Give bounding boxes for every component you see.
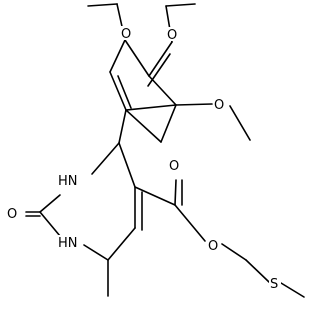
bond [91,142,120,175]
bond [125,104,177,111]
bond [118,142,136,188]
bond [148,75,177,106]
bond-layer [25,3,305,298]
atom-label-ring-nh: HN [58,236,78,251]
bond [134,186,176,206]
bond [165,3,196,7]
bond [148,41,173,77]
atom-label-carbonyl-oxygen: O [7,207,17,222]
bond [87,3,118,7]
atom-label-methoxy-oxygen: O [214,98,224,113]
bond [160,104,177,143]
chemical-structure-diagram: O O O HN O HN O O S [6,3,305,298]
bond [109,71,127,111]
bond [117,75,132,109]
bond [109,39,126,73]
atom-label-layer: O O O HN O HN O O S [6,26,281,292]
atom-label-methoxy-oxygen: O [167,28,177,43]
bond [280,282,305,298]
bond [229,105,251,141]
bond [174,179,177,206]
bond [175,103,213,106]
bond [124,39,150,77]
atom-label-sulfur: S [270,277,278,292]
atom-label-methoxy-oxygen: O [121,27,131,42]
atom-label-ring-nh: HN [58,174,78,189]
bond [147,53,171,87]
bond [245,259,270,283]
bond [174,204,206,242]
bond [118,109,127,144]
atom-label-ester-oxygen: O [208,239,218,254]
bond [83,244,109,261]
bond [39,211,61,237]
bond [39,194,61,213]
bond [107,227,136,261]
bond [125,109,162,143]
bond [221,243,247,261]
atom-label-ester-carbonyl-oxygen: O [169,159,179,174]
